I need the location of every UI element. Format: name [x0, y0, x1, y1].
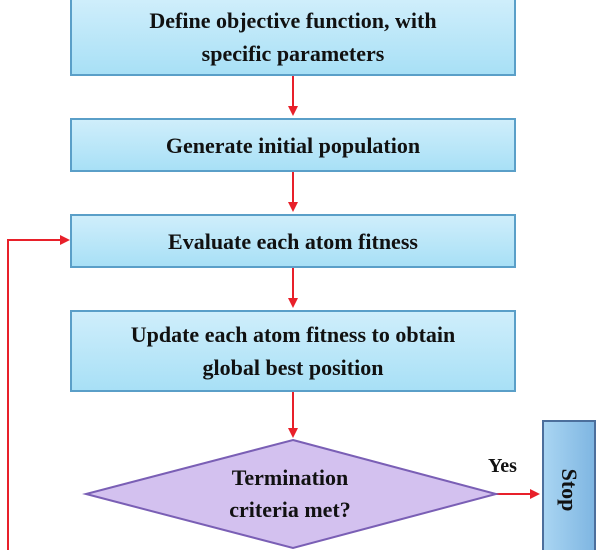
step-update-fitness-line1: Update each atom fitness to obtain [130, 322, 456, 347]
step-define-objective: Define objective function, with specific… [70, 0, 516, 76]
decision-diamond [82, 438, 500, 550]
stop-label: Stop [557, 468, 582, 512]
step-define-objective-line1: Define objective function, with [149, 8, 437, 33]
step-evaluate-fitness: Evaluate each atom fitness [70, 214, 516, 268]
decision-label: Termination criteria met? [150, 462, 430, 526]
step-update-fitness: Update each atom fitness to obtain globa… [70, 310, 516, 392]
arrow-loop-back [7, 235, 70, 550]
step-evaluate-fitness-label: Evaluate each atom fitness [168, 228, 418, 254]
stop-box: Stop [542, 420, 596, 550]
step-generate-population-label: Generate initial population [165, 132, 421, 158]
step-update-fitness-line2: global best position [202, 355, 384, 380]
step-define-objective-line2: specific parameters [201, 41, 385, 66]
step-generate-population: Generate initial population [70, 118, 516, 172]
decision-line2: criteria met? [229, 496, 351, 522]
yes-label: Yes [488, 455, 517, 477]
decision-line1: Termination [231, 465, 349, 490]
